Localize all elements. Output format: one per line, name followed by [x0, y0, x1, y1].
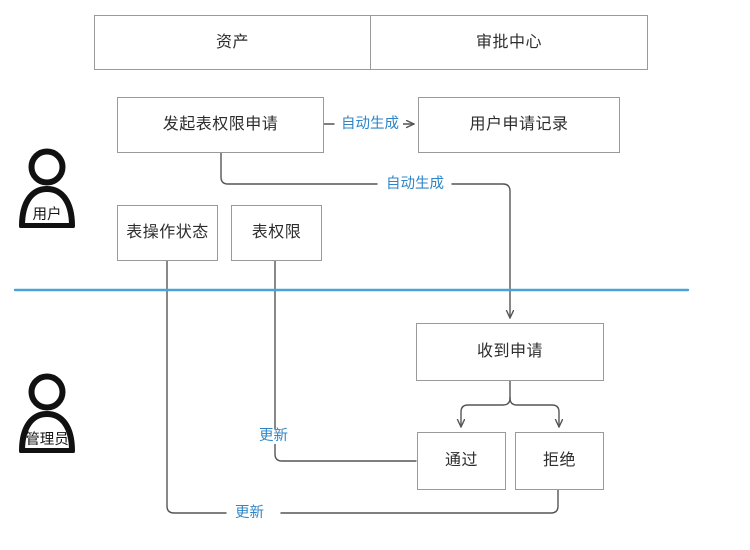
- connector-auto-generate-to-receive: [451, 183, 510, 319]
- edge-label-update-2: 更新: [231, 506, 268, 521]
- connector-table-op-status-down: [166, 260, 227, 514]
- connector-receive-to-approve: [461, 397, 511, 428]
- node-approve[interactable]: 通过: [417, 432, 506, 490]
- user-icon: [19, 148, 75, 229]
- node-table-permission-label: 表权限: [251, 224, 302, 241]
- connector-table-permission-down: [274, 260, 417, 462]
- edge-label-update-1: 更新: [255, 429, 292, 444]
- actor-admin-label: 管理员: [25, 432, 69, 448]
- connector-apply-to-receive: [220, 152, 378, 185]
- connector-receive-to-reject: [509, 397, 559, 428]
- actor-admin[interactable]: [16, 373, 78, 454]
- node-user-request-record[interactable]: 用户申请记录: [418, 97, 620, 153]
- node-table-permission[interactable]: 表权限: [231, 205, 322, 261]
- node-receive-request[interactable]: 收到申请: [416, 323, 604, 381]
- connector-update-bottom-right: [280, 489, 559, 514]
- edge-label-auto-generate-1: 自动生成: [337, 117, 403, 132]
- header-cell-approval-center[interactable]: 审批中心: [370, 15, 648, 70]
- node-table-op-status-label: 表操作状态: [126, 224, 209, 241]
- node-table-op-status[interactable]: 表操作状态: [117, 205, 218, 261]
- admin-icon: [19, 373, 75, 454]
- node-approve-label: 通过: [444, 452, 478, 469]
- node-user-request-record-label: 用户申请记录: [469, 116, 569, 133]
- actor-user-label: 用户: [32, 207, 62, 223]
- actor-user[interactable]: [16, 148, 78, 229]
- edge-label-auto-generate-2: 自动生成: [382, 177, 448, 192]
- node-reject[interactable]: 拒绝: [515, 432, 604, 490]
- header-cell-approval-center-label: 审批中心: [475, 33, 542, 51]
- header-cell-asset[interactable]: 资产: [94, 15, 371, 70]
- node-receive-request-label: 收到申请: [476, 343, 543, 360]
- node-apply[interactable]: 发起表权限申请: [117, 97, 324, 153]
- node-apply-label: 发起表权限申请: [162, 116, 279, 133]
- header-cell-asset-label: 资产: [215, 33, 249, 51]
- node-reject-label: 拒绝: [542, 452, 576, 469]
